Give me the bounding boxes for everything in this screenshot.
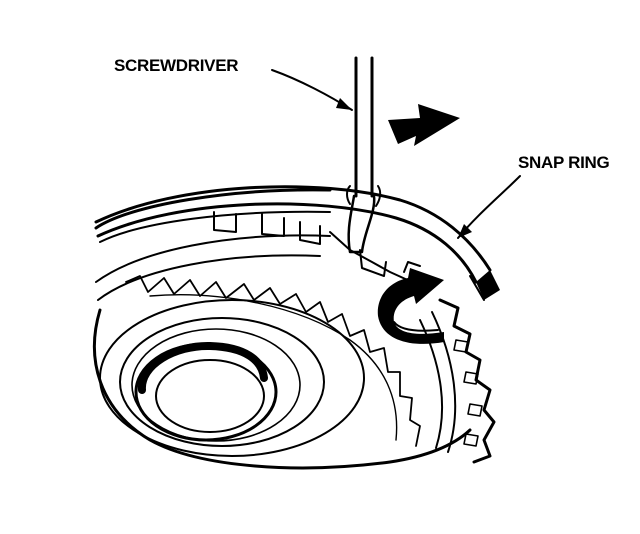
- snap-ring-label: SNAP RING: [518, 153, 610, 172]
- clutch-drum-icon: [92, 188, 496, 470]
- snap-ring-leader: [457, 175, 521, 239]
- screwdriver-icon: [346, 56, 382, 254]
- screwdriver-label: SCREWDRIVER: [114, 56, 238, 75]
- screwdriver-leader: [271, 69, 353, 111]
- rotation-arrow-icon: [377, 268, 444, 344]
- motion-arrow-icon: [388, 104, 460, 146]
